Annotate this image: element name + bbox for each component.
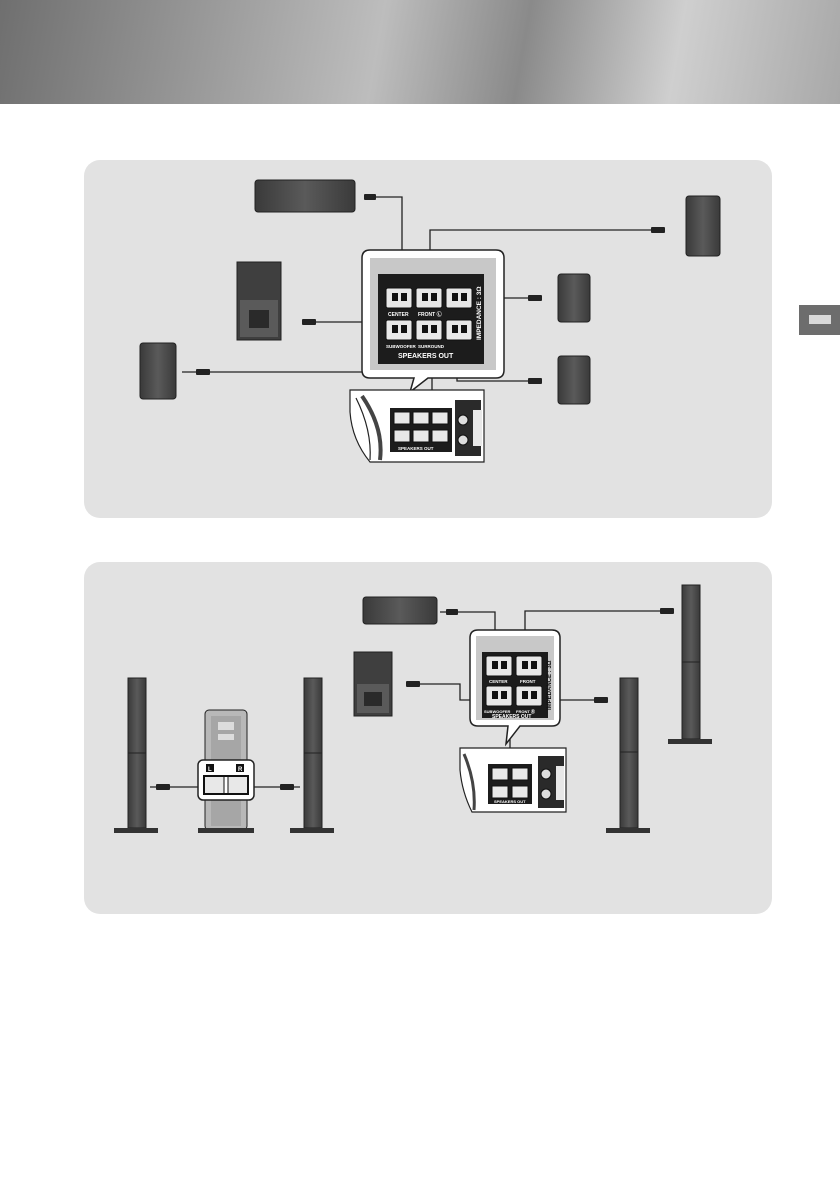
label-speakers-out-2: SPEAKERS OUT bbox=[492, 714, 531, 720]
label-center-2: CENTER bbox=[489, 679, 508, 684]
center-speaker-icon-2 bbox=[363, 597, 437, 624]
front-right-speaker-icon bbox=[686, 196, 720, 256]
receiver-back-inset-2: SPEAKERS OUT bbox=[460, 748, 566, 812]
label-surround: SURROUND bbox=[418, 344, 445, 349]
label-r: R bbox=[238, 767, 243, 773]
speaker-terminal-panel-2: CENTER FRONT SUBWOOFER FRONT Ⓡ SPEAKERS … bbox=[470, 630, 560, 744]
speaker-terminal-panel-1: CENTER FRONT Ⓛ SUBWOOFER SURROUND SPEAKE… bbox=[362, 250, 504, 392]
receiver-back-inset-1: SPEAKERS OUT bbox=[350, 390, 484, 462]
tall-speaker-surround-left-icon bbox=[114, 678, 158, 833]
front-left-speaker-icon bbox=[140, 343, 176, 399]
label-speakers-out: SPEAKERS OUT bbox=[398, 353, 454, 360]
label-impedance-2: IMPEDANCE : 3Ω bbox=[547, 660, 553, 710]
label-l: L bbox=[208, 767, 212, 773]
label-subwoofer: SUBWOOFER bbox=[386, 344, 416, 349]
label-front-2: FRONT bbox=[520, 679, 536, 684]
tall-speaker-front-right-icon bbox=[668, 585, 712, 744]
inset-speakers-out-2: SPEAKERS OUT bbox=[494, 799, 526, 804]
label-center: CENTER bbox=[388, 312, 409, 318]
tall-speaker-surround-right-icon bbox=[290, 678, 334, 833]
surround-right-speaker-icon bbox=[558, 274, 590, 322]
wireless-receiver-module-icon: L R bbox=[198, 710, 254, 833]
label-front-l: FRONT Ⓛ bbox=[418, 311, 442, 318]
subwoofer-icon bbox=[237, 262, 281, 340]
inset-speakers-out-1: SPEAKERS OUT bbox=[398, 446, 434, 451]
tall-speaker-front-left-icon bbox=[606, 678, 650, 833]
label-impedance: IMPEDANCE : 3Ω bbox=[476, 286, 483, 340]
center-speaker-icon bbox=[255, 180, 355, 212]
surround-left-speaker-icon bbox=[558, 356, 590, 404]
subwoofer-icon-2 bbox=[354, 652, 392, 716]
